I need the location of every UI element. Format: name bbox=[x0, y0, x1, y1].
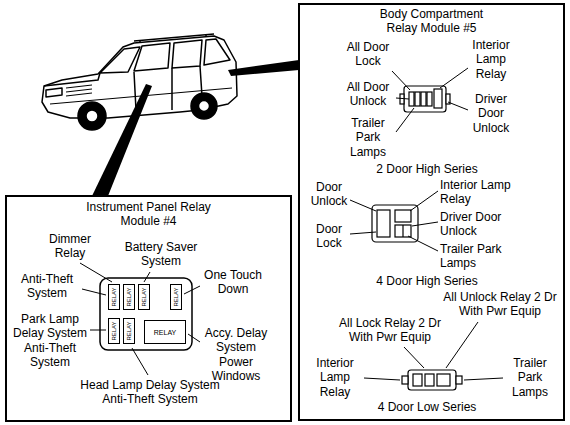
part-label: Driver Door Unlock bbox=[465, 92, 517, 135]
part-label: Interior Lamp Relay bbox=[465, 38, 517, 81]
part-label: Driver Door Unlock bbox=[440, 210, 532, 239]
relay-box: RELAY bbox=[123, 318, 135, 344]
relay-module-4-door-low bbox=[437, 374, 450, 386]
part-label: 4 Door Low Series bbox=[352, 400, 502, 414]
part-label: Door Lock bbox=[305, 222, 353, 251]
leader-line bbox=[448, 102, 468, 110]
vehicle-drawing bbox=[134, 43, 170, 71]
relay-module-4-door-low bbox=[402, 376, 408, 384]
leader-line bbox=[80, 263, 112, 282]
relay-text: RELAY bbox=[111, 321, 117, 340]
callout-wedge bbox=[92, 84, 152, 196]
relay-module-2-door-high bbox=[415, 92, 420, 106]
leader-line bbox=[410, 191, 438, 211]
callout-wedge bbox=[92, 60, 299, 196]
leader-line bbox=[82, 289, 106, 295]
part-label: Dimmer Relay bbox=[40, 232, 100, 261]
leader-line bbox=[350, 232, 376, 234]
part-label: Trailer Park Lamps bbox=[505, 356, 555, 399]
relay-text: RELAY bbox=[145, 329, 185, 336]
vehicle-drawing bbox=[46, 88, 62, 97]
relay-box: RELAY bbox=[123, 284, 135, 310]
relay-module-4-door-low bbox=[402, 370, 462, 390]
relay-text: RELAY bbox=[141, 287, 147, 306]
part-label: All Door Unlock bbox=[340, 80, 396, 109]
leader-line bbox=[464, 378, 503, 380]
relay-module-4-door-low bbox=[408, 370, 456, 390]
relay-module-2-door-high bbox=[427, 92, 432, 106]
part-label: Head Lamp Delay System Anti-Theft System bbox=[75, 378, 225, 407]
relay-box: RELAY bbox=[138, 284, 150, 310]
leader-line bbox=[396, 98, 409, 99]
leader-line bbox=[188, 334, 200, 342]
part-label: Door Unlock bbox=[305, 180, 353, 209]
relay-module-2-door-high bbox=[434, 89, 442, 108]
relay-box: RELAY bbox=[144, 320, 186, 344]
relay-module-4-door-high bbox=[402, 225, 403, 237]
relay-text: RELAY bbox=[111, 287, 117, 306]
part-label: Accy. Delay System Power Windows bbox=[202, 326, 270, 384]
leader-line bbox=[408, 236, 438, 251]
vehicle-drawing bbox=[86, 110, 98, 122]
callout-wedge bbox=[228, 60, 299, 76]
leader-line bbox=[144, 272, 150, 282]
relay-text: RELAY bbox=[126, 287, 132, 306]
part-label: 4 Door High Series bbox=[352, 274, 502, 288]
part-label: All Door Lock bbox=[340, 40, 396, 69]
leader-line bbox=[440, 68, 468, 88]
vehicle-drawing bbox=[44, 73, 100, 86]
part-label: Park Lamp Delay System Anti-Theft System bbox=[10, 312, 90, 370]
part-label: Battery Saver System bbox=[118, 240, 204, 269]
leader-line bbox=[404, 347, 424, 368]
vehicle-drawing bbox=[78, 102, 106, 130]
relay-module-outline bbox=[100, 278, 192, 350]
part-label: All Lock Relay 2 Dr With Pwr Equip bbox=[335, 316, 445, 345]
vehicle-drawing bbox=[204, 39, 230, 65]
relay-module-2-door-high bbox=[421, 92, 426, 106]
vehicle-drawing bbox=[66, 85, 92, 96]
relay-module-4-door-low bbox=[413, 374, 422, 386]
leader-line bbox=[392, 71, 410, 90]
relay-module-4-door-low bbox=[425, 374, 434, 386]
relay-box: RELAY bbox=[108, 284, 120, 310]
part-label: One Touch Down bbox=[200, 268, 266, 297]
leader-line bbox=[350, 200, 376, 211]
vehicle-drawing bbox=[191, 93, 217, 119]
vehicle-drawing bbox=[199, 101, 210, 112]
leader-line bbox=[364, 378, 400, 380]
leader-line bbox=[132, 348, 148, 375]
relay-box: RELAY bbox=[170, 284, 182, 310]
leader-line bbox=[392, 68, 468, 132]
relay-module-4-door-low bbox=[456, 376, 462, 384]
relay-module-2-door-high bbox=[409, 92, 414, 106]
relay-module-2-door-high bbox=[404, 86, 446, 112]
part-label: Anti-Theft System bbox=[14, 272, 80, 301]
module-title: Instrument Panel Relay Module #4 bbox=[84, 200, 214, 229]
relay-module-4-door-high bbox=[395, 225, 411, 237]
part-label: Trailer Park Lamps bbox=[440, 242, 532, 271]
relay-module-4-door-high bbox=[377, 210, 390, 237]
leader-line bbox=[184, 286, 200, 294]
leader-line bbox=[412, 222, 438, 226]
relay-text: RELAY bbox=[126, 321, 132, 340]
part-label: Trailer Park Lamps bbox=[340, 116, 396, 159]
leader-line bbox=[350, 191, 438, 251]
module-title: Body Compartment Relay Module #5 bbox=[367, 7, 497, 36]
relay-text: RELAY bbox=[173, 287, 179, 306]
leader-line bbox=[396, 108, 414, 132]
part-label: 2 Door High Series bbox=[352, 162, 502, 176]
relay-module-4-door-high bbox=[395, 210, 411, 222]
relay-box: RELAY bbox=[108, 318, 120, 344]
part-label: All Unlock Relay 2 Dr With Pwr Equip bbox=[440, 290, 560, 319]
part-label: Interior Lamp Relay bbox=[440, 178, 532, 207]
leader-line bbox=[80, 263, 200, 375]
part-label: Interior Lamp Relay bbox=[310, 356, 360, 399]
leader-line bbox=[446, 322, 478, 368]
vehicle-drawing bbox=[172, 40, 202, 68]
leader-line bbox=[90, 330, 106, 331]
relay-module-outline bbox=[100, 278, 192, 350]
